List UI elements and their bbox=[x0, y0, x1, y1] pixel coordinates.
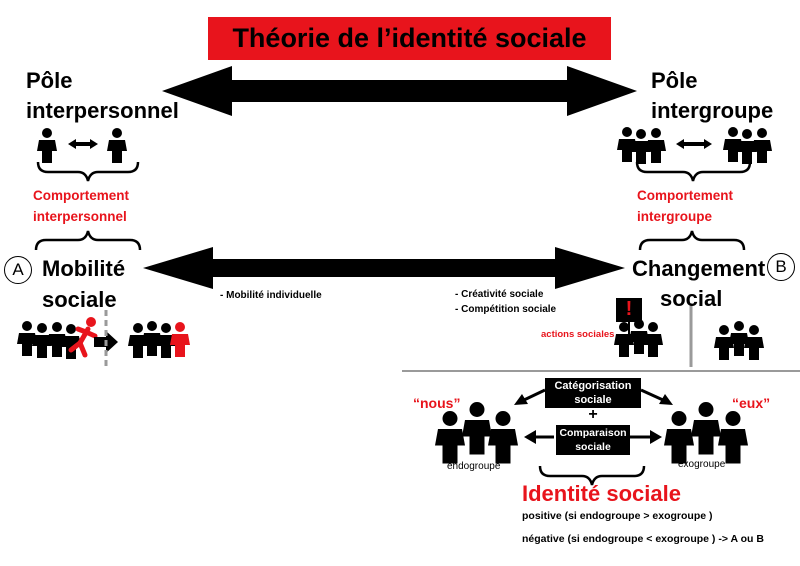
brace-decorations bbox=[34, 161, 752, 486]
comparison-line1: Comparaison bbox=[559, 427, 627, 439]
right-behavior-line1: Comportement bbox=[637, 188, 734, 203]
comparison-line2: sociale bbox=[575, 441, 611, 453]
eux-label: “eux” bbox=[732, 395, 771, 411]
title-background bbox=[208, 17, 611, 60]
flag-exclamation-icon: ! bbox=[625, 298, 633, 320]
nous-label: “nous” bbox=[413, 395, 461, 411]
categorization-line2: sociale bbox=[574, 394, 612, 406]
right-behavior-line2: intergroupe bbox=[637, 209, 713, 224]
comparison-box: Comparaison sociale bbox=[556, 425, 630, 455]
protest-group-icon bbox=[614, 319, 663, 357]
other-group-icon bbox=[714, 321, 764, 360]
strategy-individual-mobility: - Mobilité individuelle bbox=[220, 290, 322, 301]
endogroup-icon bbox=[435, 402, 518, 464]
pole-a-label-line1: Mobilité bbox=[42, 256, 126, 281]
exogroup-label: exogroupe bbox=[678, 459, 726, 470]
right-pole-label-line2: intergroupe bbox=[651, 98, 774, 123]
endogroup-label: endogroupe bbox=[447, 461, 501, 472]
pole-a-label-line2: sociale bbox=[42, 287, 117, 312]
pole-b-label-line1: Changement bbox=[632, 256, 766, 281]
social-actions-label: actions sociales bbox=[541, 329, 615, 340]
left-pole-label-line2: interpersonnel bbox=[26, 98, 179, 123]
left-person-pair-icon bbox=[37, 128, 127, 163]
social-identity-title: Identité sociale bbox=[522, 481, 681, 506]
strategy-social-creativity: - Créativité sociale bbox=[455, 289, 544, 300]
left-behavior-line1: Comportement bbox=[33, 188, 130, 203]
comparison-arrows bbox=[524, 430, 662, 444]
mobility-group-icon bbox=[17, 321, 81, 359]
strategy-social-competition: - Compétition sociale bbox=[455, 304, 557, 315]
categorization-line1: Catégorisation bbox=[554, 380, 632, 392]
pole-a-circle: A bbox=[4, 256, 32, 284]
right-pole-label-line1: Pôle bbox=[651, 68, 698, 93]
runner-icon bbox=[68, 317, 98, 358]
categorization-arrows bbox=[514, 388, 673, 405]
identity-positive-text: positive (si endogroupe > exogroupe ) bbox=[522, 510, 713, 522]
left-pole-label-line1: Pôle bbox=[26, 68, 73, 93]
flag-banner bbox=[616, 298, 642, 322]
exogroup-icon bbox=[664, 402, 748, 464]
identity-negative-text: négative (si endogroupe < exogroupe ) ->… bbox=[522, 533, 764, 545]
pole-b-circle: B bbox=[767, 253, 795, 281]
left-behavior-line2: interpersonnel bbox=[33, 209, 127, 224]
pole-b-label-line2: social bbox=[660, 286, 723, 311]
top-double-arrow bbox=[162, 66, 637, 116]
middle-double-arrow bbox=[143, 247, 625, 289]
categorization-box: Catégorisation sociale bbox=[545, 378, 641, 408]
destination-group-icon bbox=[128, 321, 190, 358]
plus-sign: + bbox=[588, 406, 598, 423]
right-group-pair-icon bbox=[617, 127, 772, 164]
page-title: Théorie de l’identité sociale bbox=[232, 23, 587, 53]
